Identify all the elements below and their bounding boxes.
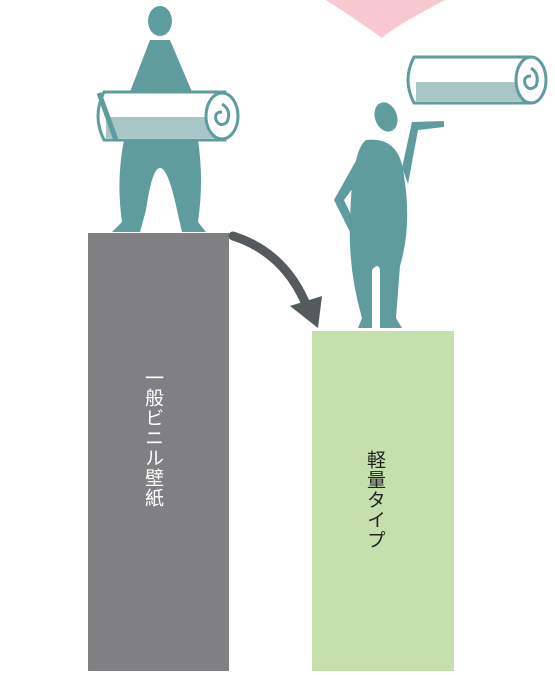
person-lightweight-icon (334, 55, 548, 328)
wallpaper-roll-icon (96, 90, 240, 142)
wallpaper-roll-light-icon (406, 55, 548, 105)
pillar-standard-label: 一般ビニル壁紙 (142, 368, 164, 508)
speech-bubble (326, 0, 445, 38)
pillar-lightweight (312, 331, 454, 671)
pillar-standard (88, 233, 229, 671)
pillar-lightweight-label: 軽量タイプ (364, 450, 386, 550)
person-standard-icon (96, 6, 240, 232)
arrow-icon (228, 231, 322, 328)
